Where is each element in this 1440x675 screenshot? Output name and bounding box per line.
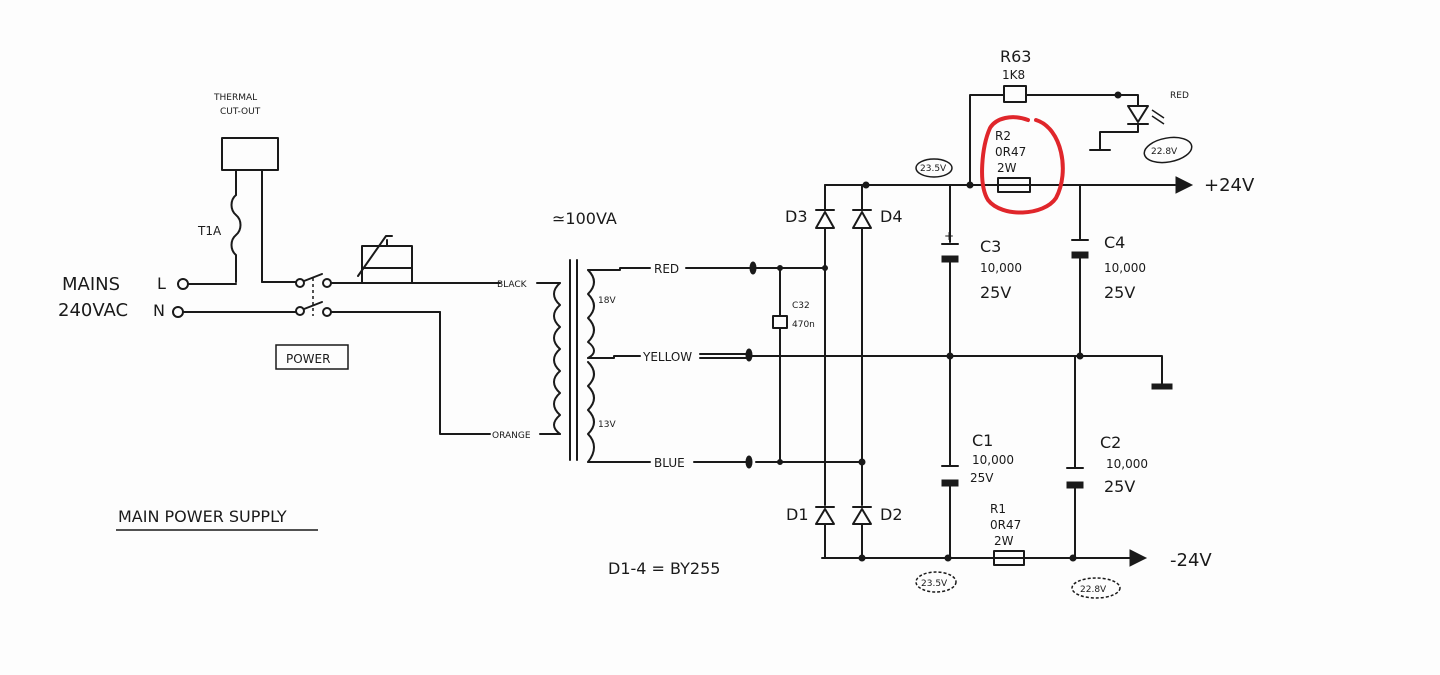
r2-power: 2W: [997, 161, 1017, 175]
varistor: [330, 235, 501, 313]
thermal-cutout: THERMAL CUT-OUT: [213, 93, 279, 283]
diode-d4: D4: [852, 207, 903, 229]
thermal-cutout-body: [221, 137, 279, 171]
thermal-label-1: THERMAL: [213, 93, 257, 103]
primary-winding: [553, 282, 561, 435]
neutral-label: N: [153, 301, 165, 320]
live-terminal: [177, 278, 189, 290]
tp-pos-in: 23.5V: [920, 164, 947, 174]
c2-name: C2: [1100, 433, 1121, 452]
thermal-label-2: CUT-OUT: [220, 107, 261, 117]
ground-rail: [751, 355, 1173, 390]
power-switch: POWER: [182, 273, 349, 370]
r1-power: 2W: [994, 534, 1014, 548]
mains-label: MAINS: [62, 274, 120, 295]
c2-voltage: 25V: [1104, 477, 1135, 496]
diode-type-note: D1-4 = BY255: [608, 559, 720, 578]
secondary-winding-2: [587, 361, 595, 463]
r2-highlight-circle: [980, 115, 1065, 215]
varistor-body: [361, 245, 413, 269]
resistor-r1: R1 0R47 2W: [990, 502, 1025, 566]
live-label: L: [157, 274, 166, 293]
resistor-r2: R2 0R47 2W: [980, 115, 1065, 215]
svg-text:+: +: [944, 229, 954, 243]
wire-black-label: BLACK: [497, 280, 528, 290]
c2-value: 10,000: [1106, 457, 1148, 471]
c1-name: C1: [972, 431, 993, 450]
led-indicator: RED: [1089, 91, 1189, 151]
positive-rail-output: +24V: [1175, 175, 1255, 196]
r2-name: R2: [995, 129, 1011, 143]
secondary-wires: RED YELLOW BLUE: [642, 261, 757, 470]
capacitor-c1: C1 10,000 25V: [941, 355, 1014, 562]
diode-d3-label: D3: [785, 207, 808, 226]
fuse-label: T1A: [197, 224, 222, 238]
transformer: ≃100VA BLACK ORANGE 18V 13V: [439, 209, 651, 463]
secondary-18v-label: 18V: [598, 296, 616, 306]
resistor-r63: R63 1K8: [966, 47, 1122, 189]
diode-d4-label: D4: [880, 207, 903, 226]
mains-input: MAINS 240VAC L N: [58, 274, 189, 321]
tp-neg-out: 22.8V: [1080, 585, 1107, 595]
c3-value: 10,000: [980, 261, 1022, 275]
neutral-terminal: [172, 306, 184, 318]
r63-value: 1K8: [1002, 68, 1025, 82]
c4-voltage: 25V: [1104, 283, 1135, 302]
capacitor-c32: C32 470n: [772, 265, 815, 465]
r2-value: 0R47: [995, 145, 1026, 159]
r63-name: R63: [1000, 47, 1031, 66]
fuse: T1A: [187, 194, 242, 285]
wire-red-label: RED: [654, 262, 679, 276]
wire-orange-label: ORANGE: [492, 431, 531, 441]
tp-pos-out: 22.8V: [1151, 147, 1178, 157]
diode-d2: D2: [852, 505, 903, 525]
positive-rail-label: +24V: [1204, 175, 1255, 196]
diode-d3: D3: [785, 207, 835, 229]
led-label: RED: [1170, 91, 1189, 101]
test-points: 23.5V 22.8V 23.5V 22.8V: [915, 136, 1193, 599]
c4-value: 10,000: [1104, 261, 1146, 275]
r1-name: R1: [990, 502, 1006, 516]
power-switch-label: POWER: [286, 352, 330, 366]
diode-d1: D1: [786, 505, 835, 525]
tp-neg-in: 23.5V: [921, 579, 948, 589]
transformer-rating: ≃100VA: [552, 209, 617, 228]
secondary-13v-label: 13V: [598, 420, 616, 430]
negative-rail-label: -24V: [1170, 550, 1212, 571]
ground-symbol: [1151, 383, 1173, 390]
c1-voltage: 25V: [970, 471, 994, 485]
diode-d2-label: D2: [880, 505, 903, 524]
transformer-core: [569, 259, 578, 461]
c3-voltage: 25V: [980, 283, 1011, 302]
power-switch-box: [275, 344, 349, 370]
negative-rail-arrow: [1129, 549, 1148, 567]
wire-blue-label: BLUE: [654, 456, 685, 470]
diagram-title: MAIN POWER SUPPLY: [116, 507, 318, 531]
r1-value: 0R47: [990, 518, 1021, 532]
c32-value: 470n: [792, 320, 815, 330]
positive-rail-arrow: [1175, 176, 1194, 194]
secondary-winding-1: [587, 269, 595, 359]
title-text: MAIN POWER SUPPLY: [118, 507, 287, 526]
c4-name: C4: [1104, 233, 1125, 252]
wire-yellow-label: YELLOW: [642, 350, 692, 364]
negative-rail-output: -24V: [1129, 549, 1212, 571]
c1-value: 10,000: [972, 453, 1014, 467]
mains-voltage-label: 240VAC: [58, 300, 128, 321]
c32-name: C32: [792, 301, 810, 311]
capacitor-c4: C4 10,000 25V: [1071, 184, 1146, 360]
c3-name: C3: [980, 237, 1001, 256]
diode-d1-label: D1: [786, 505, 809, 524]
bridge-rectifier: D3 D4 D1 D2: [755, 181, 1176, 562]
capacitor-c3: + C3 10,000 25V: [941, 184, 1022, 360]
capacitor-c2: C2 10,000 25V: [1066, 355, 1148, 562]
